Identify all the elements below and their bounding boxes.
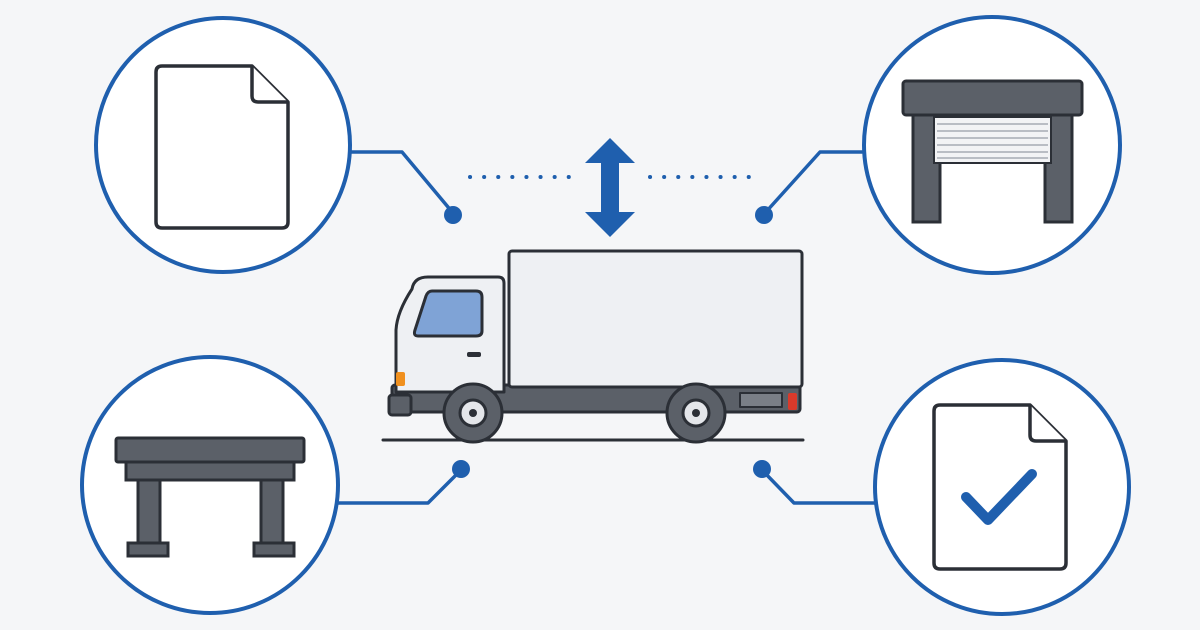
blank-document-icon bbox=[154, 64, 290, 230]
circle-loading-dock-platform bbox=[80, 355, 340, 615]
truck-cargo-box bbox=[507, 249, 804, 389]
truck-front-wheel bbox=[442, 382, 504, 444]
circle-blank-document bbox=[94, 16, 352, 274]
truck-rear-wheel bbox=[665, 382, 727, 444]
truck-taillight bbox=[788, 393, 797, 410]
box-truck-icon bbox=[387, 249, 804, 444]
loading-dock-shutter-icon bbox=[901, 79, 1084, 224]
truck-headlight bbox=[396, 372, 405, 386]
checkmark-icon bbox=[961, 469, 1037, 525]
vertical-double-arrow-icon bbox=[585, 138, 635, 237]
connector-dot-top-left bbox=[444, 206, 462, 224]
connector-dots bbox=[444, 206, 773, 478]
connector-bottom-left bbox=[336, 468, 463, 505]
connector-bottom-right bbox=[760, 468, 882, 505]
circle-loading-dock-shutter bbox=[862, 15, 1122, 275]
connectors bbox=[336, 150, 882, 505]
connector-dot-bottom-right bbox=[753, 460, 771, 478]
connector-dot-top-right bbox=[755, 206, 773, 224]
connector-dot-bottom-left bbox=[452, 460, 470, 478]
checked-document-icon bbox=[932, 403, 1068, 571]
circle-checked-document bbox=[873, 358, 1131, 616]
connector-top-right bbox=[763, 150, 864, 215]
truck-cab-window bbox=[412, 289, 484, 338]
truck-bumper bbox=[387, 393, 413, 417]
loading-dock-platform-icon bbox=[114, 436, 306, 558]
connector-top-left bbox=[348, 150, 455, 215]
